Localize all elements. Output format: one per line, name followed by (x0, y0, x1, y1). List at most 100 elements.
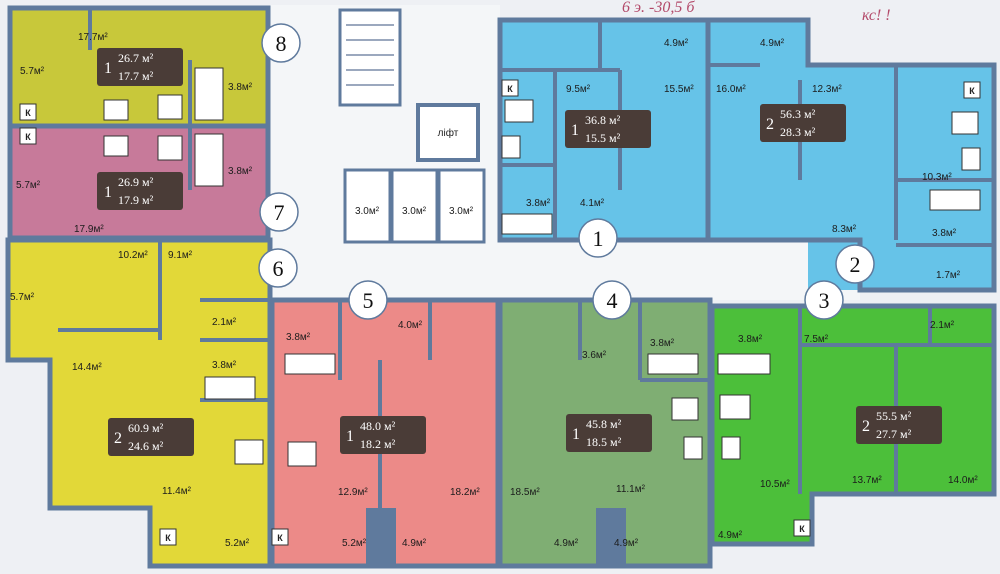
room-area: 9.1м² (168, 250, 193, 261)
svg-text:6: 6 (273, 256, 284, 281)
svg-text:2: 2 (850, 252, 861, 277)
handwritten-note: 6 э. -30,5 б (622, 0, 695, 16)
apartment-living-area: 18.5 м² (586, 435, 622, 449)
room-area: 11.4м² (162, 486, 192, 497)
room-area: 4.9м² (664, 38, 689, 49)
apartment-number-1: 1 (578, 218, 618, 258)
svg-text:5: 5 (363, 288, 374, 313)
apartment-rooms: 1 (346, 428, 354, 445)
room-area: 14.0м² (948, 475, 978, 486)
room-area: 3.8м² (650, 338, 675, 349)
room-area: 4.1м² (580, 198, 605, 209)
apartment-rooms: 1 (572, 426, 580, 443)
apartment-6: К 10.2м² 9.1м² 5.7м² 14.4м² 2.1м² 3.8м² … (5, 237, 273, 569)
apartment-number-4: 4 (592, 280, 632, 320)
room-area: 4.9м² (718, 530, 743, 541)
apartment-rooms: 2 (862, 418, 870, 435)
room-area: 4.9м² (614, 538, 639, 549)
kitchen-marker: К (25, 108, 31, 118)
apartment-living-area: 28.3 м² (780, 125, 816, 139)
room-area: 2.1м² (212, 317, 237, 328)
apartment-rooms: 2 (114, 430, 122, 447)
apartment-rooms: 1 (104, 184, 112, 201)
kitchen-marker: К (25, 132, 31, 142)
apartment-number-5: 5 (348, 280, 388, 320)
room-area: 14.4м² (72, 362, 102, 373)
kitchen-marker: К (277, 533, 283, 543)
room-area: 13.7м² (852, 475, 882, 486)
svg-text:1: 1 (593, 226, 604, 251)
room-area: 18.5м² (510, 487, 540, 498)
apartment-5: К 3.8м² 4.0м² 12.9м² 18.2м² 5.2м² 4.9м² … (269, 297, 501, 569)
room-area: 1.7м² (936, 270, 961, 281)
room-area: 3.6м² (582, 350, 607, 361)
room-area: 17.9м² (74, 224, 104, 235)
apartment-4: 3.6м² 3.8м² 18.5м² 11.1м² 4.9м² 4.9м² 1 … (497, 297, 713, 569)
apartment-total-area: 56.3 м² (780, 107, 816, 121)
apartment-number-6: 6 (258, 248, 298, 288)
room-area: 3.8м² (228, 82, 253, 93)
svg-text:3: 3 (819, 288, 830, 313)
room-area: 3.8м² (286, 332, 311, 343)
apartment-7: К 5.7м² 3.8м² 17.9м² 1 26.9 м² 17.9 м² (7, 123, 271, 241)
apartment-total-area: 26.9 м² (118, 175, 154, 189)
storage-rooms: 3.0м² 3.0м² 3.0м² (343, 168, 486, 244)
room-area: 5.7м² (16, 180, 41, 191)
apartment-1: К 9.5м² 15.5м² 3.8м² 4.1м² 1 36.8 м² 15.… (497, 17, 711, 243)
room-area: 5.7м² (20, 66, 45, 77)
room-area: 4.9м² (402, 538, 427, 549)
room-area: 10.5м² (760, 479, 790, 490)
svg-text:8: 8 (276, 31, 287, 56)
room-area: 3.8м² (526, 198, 551, 209)
kitchen-marker: К (969, 86, 975, 96)
room-area: 12.9м² (338, 487, 368, 498)
room-area: 18.2м² (450, 487, 480, 498)
apartment-number-3: 3 (804, 280, 844, 320)
room-area: 4.9м² (554, 538, 579, 549)
apartment-living-area: 15.5 м² (585, 131, 621, 145)
storage-area-3: 3.0м² (449, 206, 474, 217)
room-area: 3.8м² (228, 166, 253, 177)
kitchen-marker: К (507, 84, 513, 94)
apartment-8: К 17.7м² 5.7м² 3.8м² 1 26.7 м² 17.7 м² (7, 5, 271, 129)
room-area: 5.2м² (342, 538, 367, 549)
kitchen-marker: К (799, 524, 805, 534)
apartment-3: К 3.8м² 7.5м² 2.1м² 10.5м² 13.7м² 14.0м²… (709, 303, 997, 547)
room-area: 8.3м² (832, 224, 857, 235)
staircase (338, 8, 402, 107)
room-area: 10.3м² (922, 172, 952, 183)
apartment-living-area: 18.2 м² (360, 437, 396, 451)
apartment-rooms: 2 (766, 116, 774, 133)
svg-text:7: 7 (274, 200, 285, 225)
room-area: 12.3м² (812, 84, 842, 95)
room-area: 15.5м² (664, 84, 694, 95)
apartment-living-area: 17.9 м² (118, 193, 154, 207)
room-area: 16.0м² (716, 84, 746, 95)
room-area: 10.2м² (118, 250, 148, 261)
apartment-total-area: 48.0 м² (360, 419, 396, 433)
apartment-number-8: 8 (261, 23, 301, 63)
room-area: 2.1м² (930, 320, 955, 331)
room-area: 4.9м² (760, 38, 785, 49)
room-area: 3.8м² (932, 228, 957, 239)
apartment-total-area: 55.5 м² (876, 409, 912, 423)
apartment-total-area: 36.8 м² (585, 113, 621, 127)
room-area: 7.5м² (804, 334, 829, 345)
room-area: 4.0м² (398, 320, 423, 331)
apartment-rooms: 1 (104, 60, 112, 77)
room-area: 5.7м² (10, 292, 35, 303)
apartment-total-area: 45.8 м² (586, 417, 622, 431)
apartment-number-2: 2 (835, 244, 875, 284)
apartment-living-area: 17.7 м² (118, 69, 154, 83)
handwritten-note-right: кс! ! (862, 7, 891, 24)
room-area: 3.8м² (212, 360, 237, 371)
room-area: 3.8м² (738, 334, 763, 345)
storage-area-2: 3.0м² (402, 206, 427, 217)
elevator: ліфт (416, 103, 480, 162)
apartment-number-7: 7 (259, 192, 299, 232)
storage-area-1: 3.0м² (355, 206, 380, 217)
room-area: 11.1м² (616, 484, 646, 495)
apartment-rooms: 1 (571, 122, 579, 139)
apartment-total-area: 60.9 м² (128, 421, 164, 435)
